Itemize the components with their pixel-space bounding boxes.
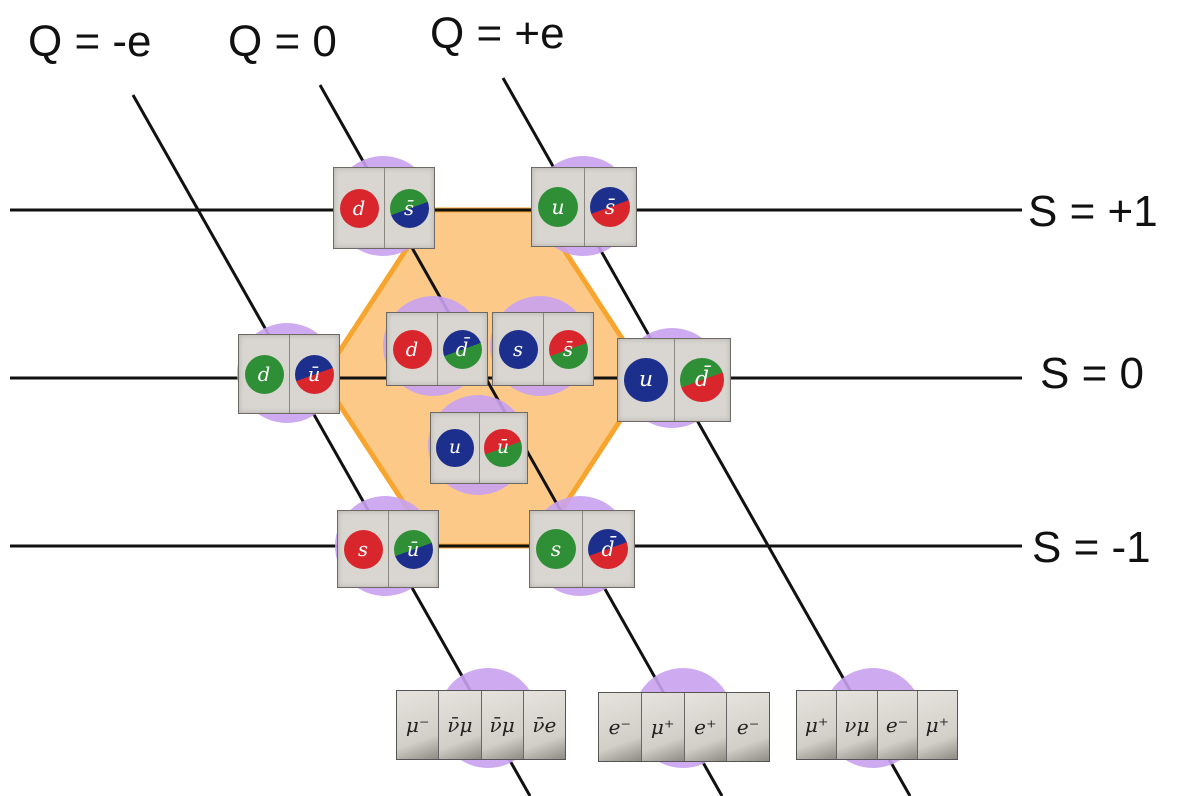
quark-disc: d bbox=[392, 329, 432, 369]
charge-label-minus-e: Q = -e bbox=[28, 17, 152, 66]
lepton-card: e⁺ bbox=[684, 693, 728, 761]
charge-label-zero: Q = 0 bbox=[228, 17, 337, 66]
lepton-card: ν̄μ bbox=[481, 691, 524, 759]
antiquark-disc: s̄ bbox=[389, 188, 429, 228]
antiquark-disc: ū bbox=[484, 429, 522, 467]
lepton-card: μ⁺ bbox=[641, 693, 685, 761]
strangeness-label-plus1: S = +1 bbox=[1028, 187, 1158, 236]
quark-disc: d bbox=[244, 354, 284, 394]
charge-label-plus-e: Q = +e bbox=[430, 9, 565, 58]
antiquark-disc: d̄ bbox=[442, 329, 482, 369]
lepton-card: e⁻ bbox=[599, 693, 642, 761]
quark-card: s bbox=[338, 511, 389, 587]
lepton-card: νμ bbox=[837, 691, 878, 759]
lepton-card: ν̄μ bbox=[439, 691, 482, 759]
meson-card: u d̄ bbox=[617, 338, 731, 422]
quark-card: s bbox=[493, 313, 544, 385]
quark-card: d bbox=[387, 313, 438, 385]
quark-card: d bbox=[334, 168, 385, 248]
lepton-group-1: μ⁻ ν̄μ ν̄μ ν̄e bbox=[396, 690, 566, 760]
lepton-card: e⁻ bbox=[727, 693, 769, 761]
quark-disc: s bbox=[343, 529, 383, 569]
antiquark-disc: ū bbox=[294, 354, 334, 394]
lepton-card: μ⁻ bbox=[397, 691, 440, 759]
quark-card: s bbox=[530, 511, 583, 587]
lepton-card: ν̄e bbox=[523, 691, 565, 759]
antiquark-disc: d̄ bbox=[680, 358, 724, 402]
quark-disc: s bbox=[535, 528, 577, 570]
quark-disc: s bbox=[498, 329, 538, 369]
quark-card: d bbox=[239, 335, 290, 413]
quark-card: u bbox=[532, 168, 585, 246]
antiquark-disc: ū bbox=[393, 529, 433, 569]
antiquark-card: ū bbox=[388, 511, 438, 587]
quark-disc: u bbox=[537, 186, 579, 228]
lepton-card: μ⁺ bbox=[917, 691, 957, 759]
quark-card: u bbox=[431, 413, 480, 483]
antiquark-card: d̄ bbox=[437, 313, 487, 385]
lepton-group-3: μ⁺ νμ e⁻ μ⁺ bbox=[796, 690, 958, 760]
quark-card: u bbox=[618, 339, 675, 421]
antiquark-card: s̄ bbox=[543, 313, 593, 385]
quark-disc: u bbox=[624, 358, 668, 402]
antiquark-card: d̄ bbox=[674, 339, 730, 421]
antiquark-card: d̄ bbox=[582, 511, 634, 587]
antiquark-disc: d̄ bbox=[587, 528, 629, 570]
strangeness-label-0: S = 0 bbox=[1040, 349, 1144, 398]
antiquark-disc: s̄ bbox=[548, 329, 588, 369]
antiquark-card: ū bbox=[289, 335, 339, 413]
strangeness-label-minus1: S = -1 bbox=[1032, 523, 1151, 572]
lepton-card: μ⁺ bbox=[797, 691, 838, 759]
antiquark-card: s̄ bbox=[584, 168, 636, 246]
quark-disc: d bbox=[339, 188, 379, 228]
lepton-card: e⁻ bbox=[877, 691, 918, 759]
lepton-group-2: e⁻ μ⁺ e⁺ e⁻ bbox=[598, 692, 770, 762]
antiquark-card: s̄ bbox=[384, 168, 434, 248]
quark-disc: u bbox=[436, 429, 474, 467]
antiquark-disc: s̄ bbox=[589, 186, 631, 228]
antiquark-card: ū bbox=[479, 413, 527, 483]
